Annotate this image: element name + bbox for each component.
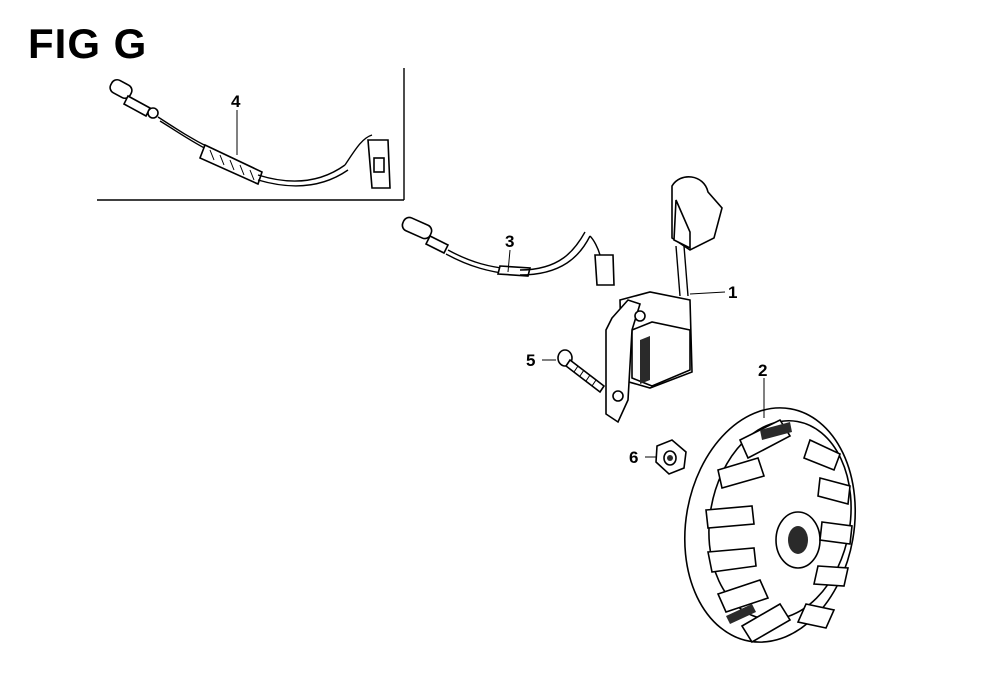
ignition-coil-1[interactable] <box>605 176 723 424</box>
callout-label-1: 1 <box>728 283 737 302</box>
bolt-5[interactable] <box>557 349 606 394</box>
callout-5: 5 <box>526 351 556 370</box>
wire-harness-4[interactable] <box>108 78 391 189</box>
flywheel-2[interactable] <box>667 394 873 656</box>
callout-3: 3 <box>505 232 514 273</box>
callout-label-4: 4 <box>231 92 241 111</box>
callout-label-5: 5 <box>526 351 535 370</box>
callout-label-2: 2 <box>758 361 767 380</box>
nut-6[interactable] <box>655 439 687 475</box>
wire-3[interactable] <box>400 216 615 286</box>
callout-4: 4 <box>231 92 241 155</box>
callout-label-3: 3 <box>505 232 514 251</box>
callout-6: 6 <box>629 448 657 467</box>
callout-label-6: 6 <box>629 448 638 467</box>
figure-title: FIG G <box>28 20 148 67</box>
inset-frame <box>97 68 405 201</box>
callout-1: 1 <box>689 283 737 302</box>
callout-2: 2 <box>758 361 767 418</box>
